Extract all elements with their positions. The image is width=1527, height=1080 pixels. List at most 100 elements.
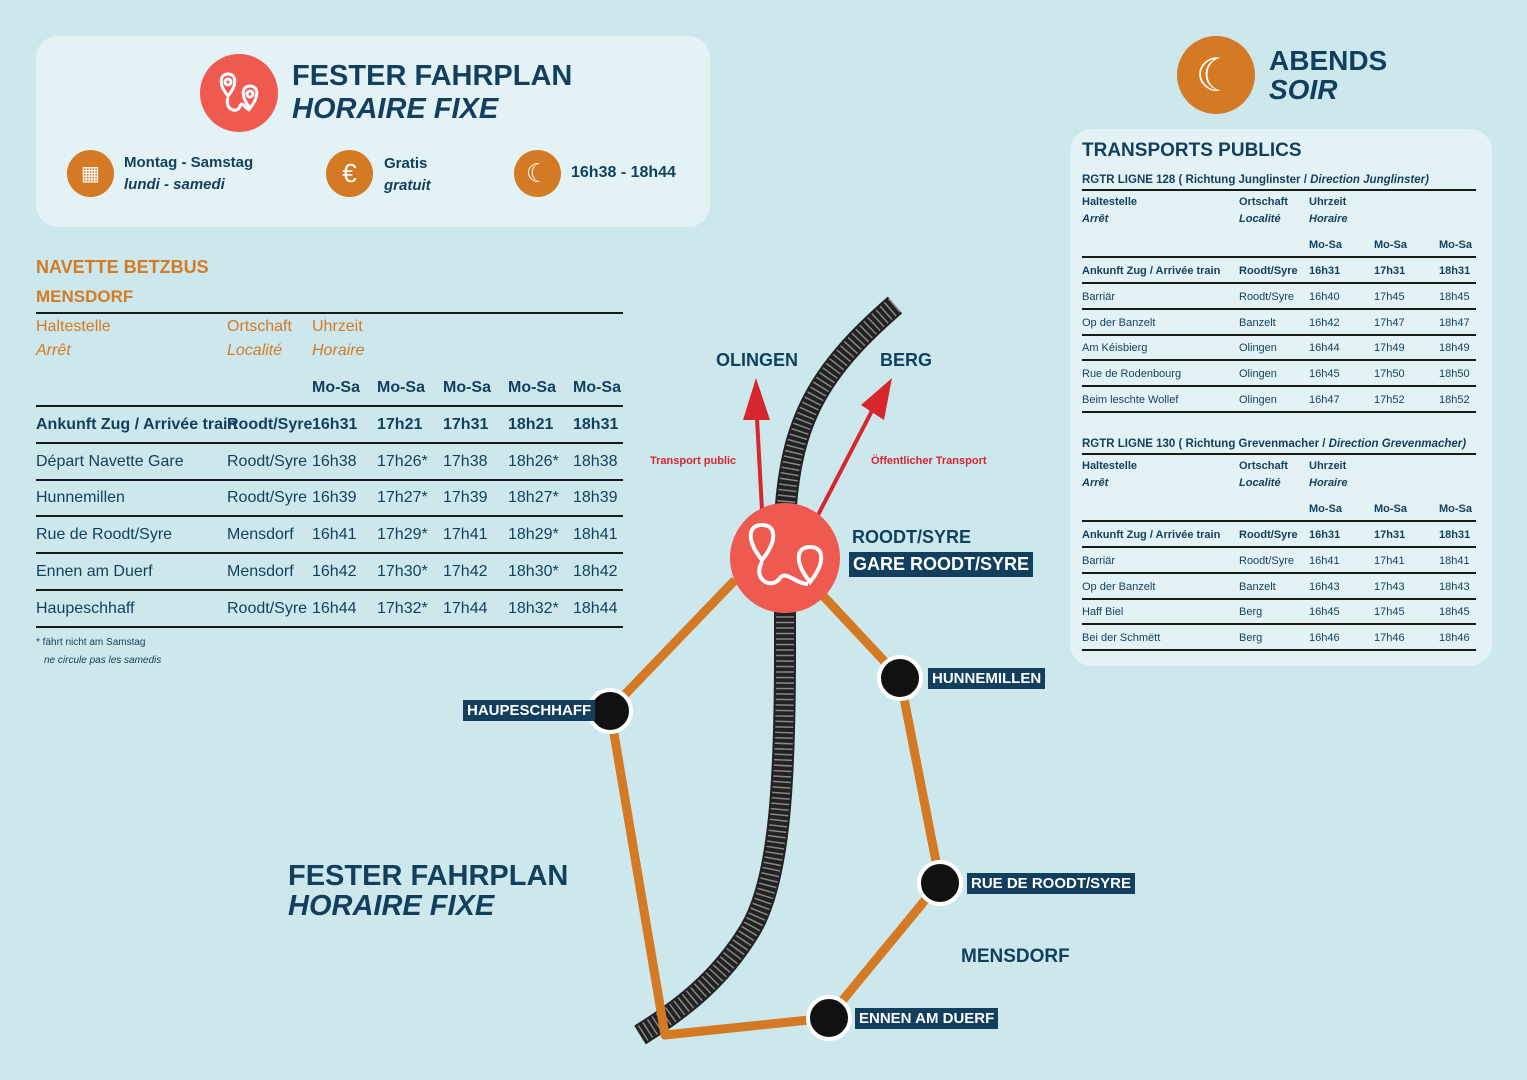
time-cell: 17h43: [1374, 580, 1405, 593]
time-cell: 16h45: [1309, 606, 1340, 619]
map-title-fr: HORAIRE FIXE: [288, 890, 495, 922]
moon-icon: ☾: [1177, 36, 1255, 114]
header-stop_de: Haltestelle: [1082, 460, 1138, 472]
day-header: Mo-Sa: [1309, 503, 1342, 515]
day-header: Mo-Sa: [1374, 503, 1407, 515]
moon-icon: ☾: [514, 150, 561, 197]
public-transport-panel: [1070, 129, 1492, 666]
stop-name: Haff Biel: [1082, 606, 1124, 619]
time-cell: 17h45: [1374, 290, 1405, 303]
header-stop-fr: Arrêt: [36, 342, 71, 359]
divider: [36, 312, 623, 314]
time-cell: 17h52: [1374, 394, 1405, 406]
evening-fr: SOIR: [1269, 74, 1338, 105]
time-cell: 16h31: [312, 416, 358, 433]
day-header: Mo-Sa: [1309, 239, 1342, 251]
day-header: Mo-Sa: [1439, 239, 1472, 251]
place-name: Berg: [1239, 606, 1263, 619]
price-fr: gratuit: [384, 177, 431, 194]
time-cell: 16h41: [312, 526, 357, 544]
header-panel: [36, 36, 710, 227]
place-name: Olingen: [1239, 394, 1277, 406]
time-cell: 16h31: [1309, 529, 1341, 541]
header-stop_de: Haltestelle: [1082, 196, 1138, 208]
station-marker: [730, 503, 840, 613]
stop-name: Hunnemillen: [36, 489, 125, 507]
place-name: Roodt/Syre: [1239, 529, 1298, 541]
line-title: RGTR LIGNE 130 ( Richtung Grevenmacher /…: [1082, 438, 1476, 455]
time-cell: 16h44: [312, 599, 357, 617]
time-cell: 16h44: [1309, 342, 1340, 355]
stop-name: Ankunft Zug / Arrivée train: [1082, 265, 1221, 277]
time-cell: 17h44: [443, 599, 488, 617]
time-cell: 17h42: [443, 562, 488, 580]
time-cell: 17h27*: [377, 489, 428, 507]
table-row: Ankunft Zug / Arrivée train Roodt/Syre 16h…: [1082, 522, 1476, 548]
stop-name: Rue de Rodenbourg: [1082, 368, 1182, 381]
day-header: Mo-Sa: [573, 379, 621, 396]
time-cell: 18h31: [1439, 529, 1471, 541]
line-title-fr: Direction Grevenmacher): [1328, 438, 1467, 450]
time-cell: 17h32*: [377, 599, 428, 617]
time-cell: 18h39: [573, 489, 618, 507]
time-cell: 17h49: [1374, 342, 1405, 355]
arrow-berg: [861, 378, 892, 420]
place-name: Roodt/Syre: [227, 599, 308, 617]
label-stop-hunnemillen: HUNNEMILLEN: [928, 668, 1046, 689]
map-title-de: FESTER FAHRPLAN: [288, 860, 569, 892]
time-cell: 17h31: [443, 416, 489, 433]
time-cell: 16h40: [1309, 290, 1340, 303]
header-stop: Haltestelle: [36, 318, 111, 335]
time-cell: 18h45: [1439, 290, 1470, 303]
place-name: Banzelt: [1239, 580, 1276, 593]
stop-marker: [917, 860, 963, 906]
label-berg: BERG: [880, 350, 933, 370]
stop-name: Op der Banzelt: [1082, 316, 1156, 329]
time-cell: 17h39: [443, 489, 488, 507]
time-cell: 16h42: [312, 562, 357, 580]
days-fr: lundi - samedi: [124, 176, 225, 193]
header-place_de: Ortschaft: [1239, 460, 1288, 472]
stop-name: Ankunft Zug / Arrivée train: [36, 416, 238, 433]
place-name: Berg: [1239, 632, 1263, 645]
header-stop_fr: Arrêt: [1082, 477, 1109, 489]
euro-icon: €: [326, 150, 373, 197]
line-title-de: RGTR LIGNE 128 ( Richtung Junglinster /: [1082, 174, 1311, 186]
time-cell: 17h29*: [377, 526, 428, 544]
place-name: Roodt/Syre: [1239, 265, 1298, 277]
note-de: * fährt nicht am Samstag: [36, 637, 146, 648]
railway-line: [634, 296, 903, 1045]
time-cell: 18h41: [1439, 554, 1470, 567]
day-header: Mo-Sa: [377, 379, 425, 396]
stop-name: Ankunft Zug / Arrivée train: [1082, 529, 1221, 541]
time-cell: 17h26*: [377, 452, 428, 470]
time-cell: 16h47: [1309, 394, 1340, 406]
time-cell: 17h31: [1374, 529, 1406, 541]
place-name: Banzelt: [1239, 316, 1276, 329]
time-cell: 18h31: [1439, 265, 1471, 277]
header-time_fr: Horaire: [1309, 213, 1348, 225]
stop-name: Am Kéisbierg: [1082, 342, 1148, 355]
time-cell: 18h44: [573, 599, 618, 617]
time-cell: 18h47: [1439, 316, 1470, 329]
line-table: RGTR LIGNE 130 ( Richtung Grevenmacher /…: [1082, 436, 1476, 676]
place-name: Mensdorf: [227, 562, 294, 580]
label-transport-fr: Transport public: [650, 455, 737, 467]
label-town: MENSDORF: [961, 946, 1070, 967]
label-transport-de: Öffentlicher Transport: [871, 455, 987, 467]
time-cell: 17h47: [1374, 316, 1405, 329]
stop-name: Départ Navette Gare: [36, 452, 184, 470]
time-cell: 18h31: [573, 416, 619, 433]
label-stop-haupeschhaff: HAUPESCHHAFF: [463, 700, 596, 721]
